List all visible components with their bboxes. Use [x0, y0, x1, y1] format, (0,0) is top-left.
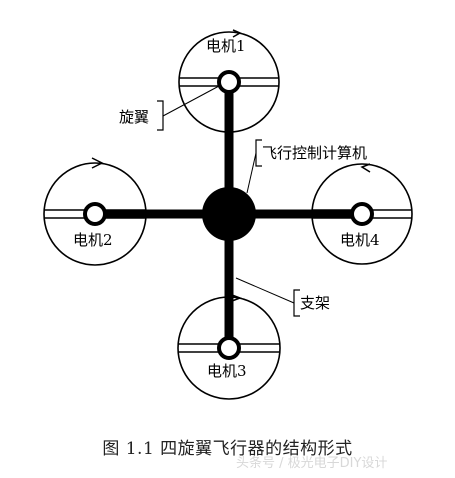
controller-callout-bracket	[255, 139, 262, 167]
rotor-callout-label: 旋翼	[119, 108, 149, 126]
frame-callout-leader	[235, 277, 295, 304]
motor-4-rotor-disc	[311, 163, 413, 265]
rotor-callout-bracket	[157, 100, 164, 131]
motor-1-rotor-disc	[178, 31, 280, 133]
motor-2: 电机2	[43, 157, 147, 266]
controller-callout-label: 飞行控制计算机	[262, 144, 367, 162]
frame-callout: 支架	[235, 277, 330, 317]
motor-3-label: 电机3	[207, 362, 247, 380]
motor-1-rotation-arrow	[232, 29, 242, 38]
motor-1: 电机1	[178, 29, 280, 133]
figure-caption: 图 1.1 四旋翼飞行器的结构形式	[102, 439, 353, 459]
motor-4: 电机4	[311, 163, 413, 265]
motor-4-label: 电机4	[340, 231, 380, 249]
motor-2-rotor-disc	[43, 162, 147, 266]
motor-2-hub	[83, 202, 107, 226]
controller-callout-leader	[246, 152, 257, 194]
motor-1-label: 电机1	[206, 37, 246, 55]
motor-3-rotor-disc	[177, 296, 281, 400]
controller-callout: 飞行控制计算机	[246, 139, 367, 194]
motor-3-rotation-arrow	[231, 294, 243, 302]
motor-4-rotation-arrow	[360, 163, 371, 173]
watermark: 头条号 / 极光电子DIY设计	[236, 456, 388, 471]
rotor-callout: 旋翼	[119, 85, 220, 131]
motor-3: 电机3	[177, 294, 281, 400]
motor-4-hub	[350, 202, 374, 226]
frame-callout-label: 支架	[300, 294, 330, 312]
motor-1-hub	[217, 70, 241, 94]
motor-2-label: 电机2	[73, 231, 113, 249]
motor-3-hub	[217, 336, 241, 360]
flight-controller-body	[202, 187, 256, 241]
motor-2-rotation-arrow	[91, 157, 104, 169]
rotor-callout-leader	[162, 85, 220, 117]
